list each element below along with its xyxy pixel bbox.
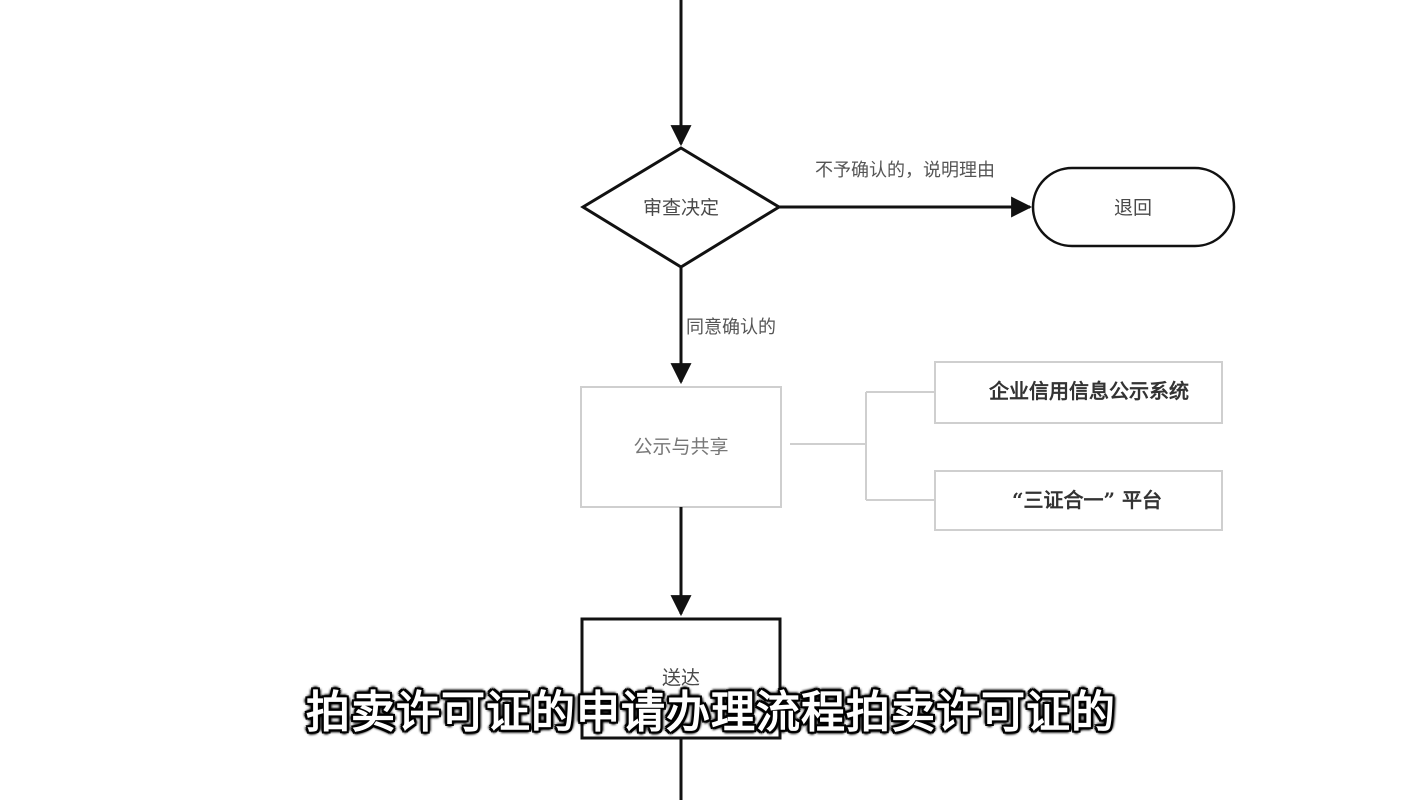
target-label-three-in-one: “三证合一” 平台	[1012, 488, 1162, 512]
deliver-label: 送达	[662, 667, 700, 689]
returned-label: 退回	[1114, 197, 1152, 219]
target-label-credit-system: 企业信用信息公示系统	[988, 379, 1189, 403]
returned-node: 退回	[1031, 166, 1236, 248]
reject-edge-label: 不予确认的，说明理由	[815, 160, 995, 181]
targets-connector	[790, 391, 935, 501]
decision-node: 审查决定	[580, 146, 782, 269]
target-box-credit-system: 企业信用信息公示系统	[934, 361, 1223, 424]
approve-edge-label: 同意确认的	[686, 317, 776, 338]
deliver-node: 送达	[580, 617, 782, 740]
decision-label: 审查决定	[643, 197, 719, 219]
publicize-label: 公示与共享	[633, 436, 728, 458]
video-subtitle: 拍卖许可证的申请办理流程拍卖许可证的	[306, 687, 1116, 738]
publicize-node: 公示与共享	[580, 386, 782, 508]
target-box-three-in-one: “三证合一” 平台	[934, 470, 1223, 531]
